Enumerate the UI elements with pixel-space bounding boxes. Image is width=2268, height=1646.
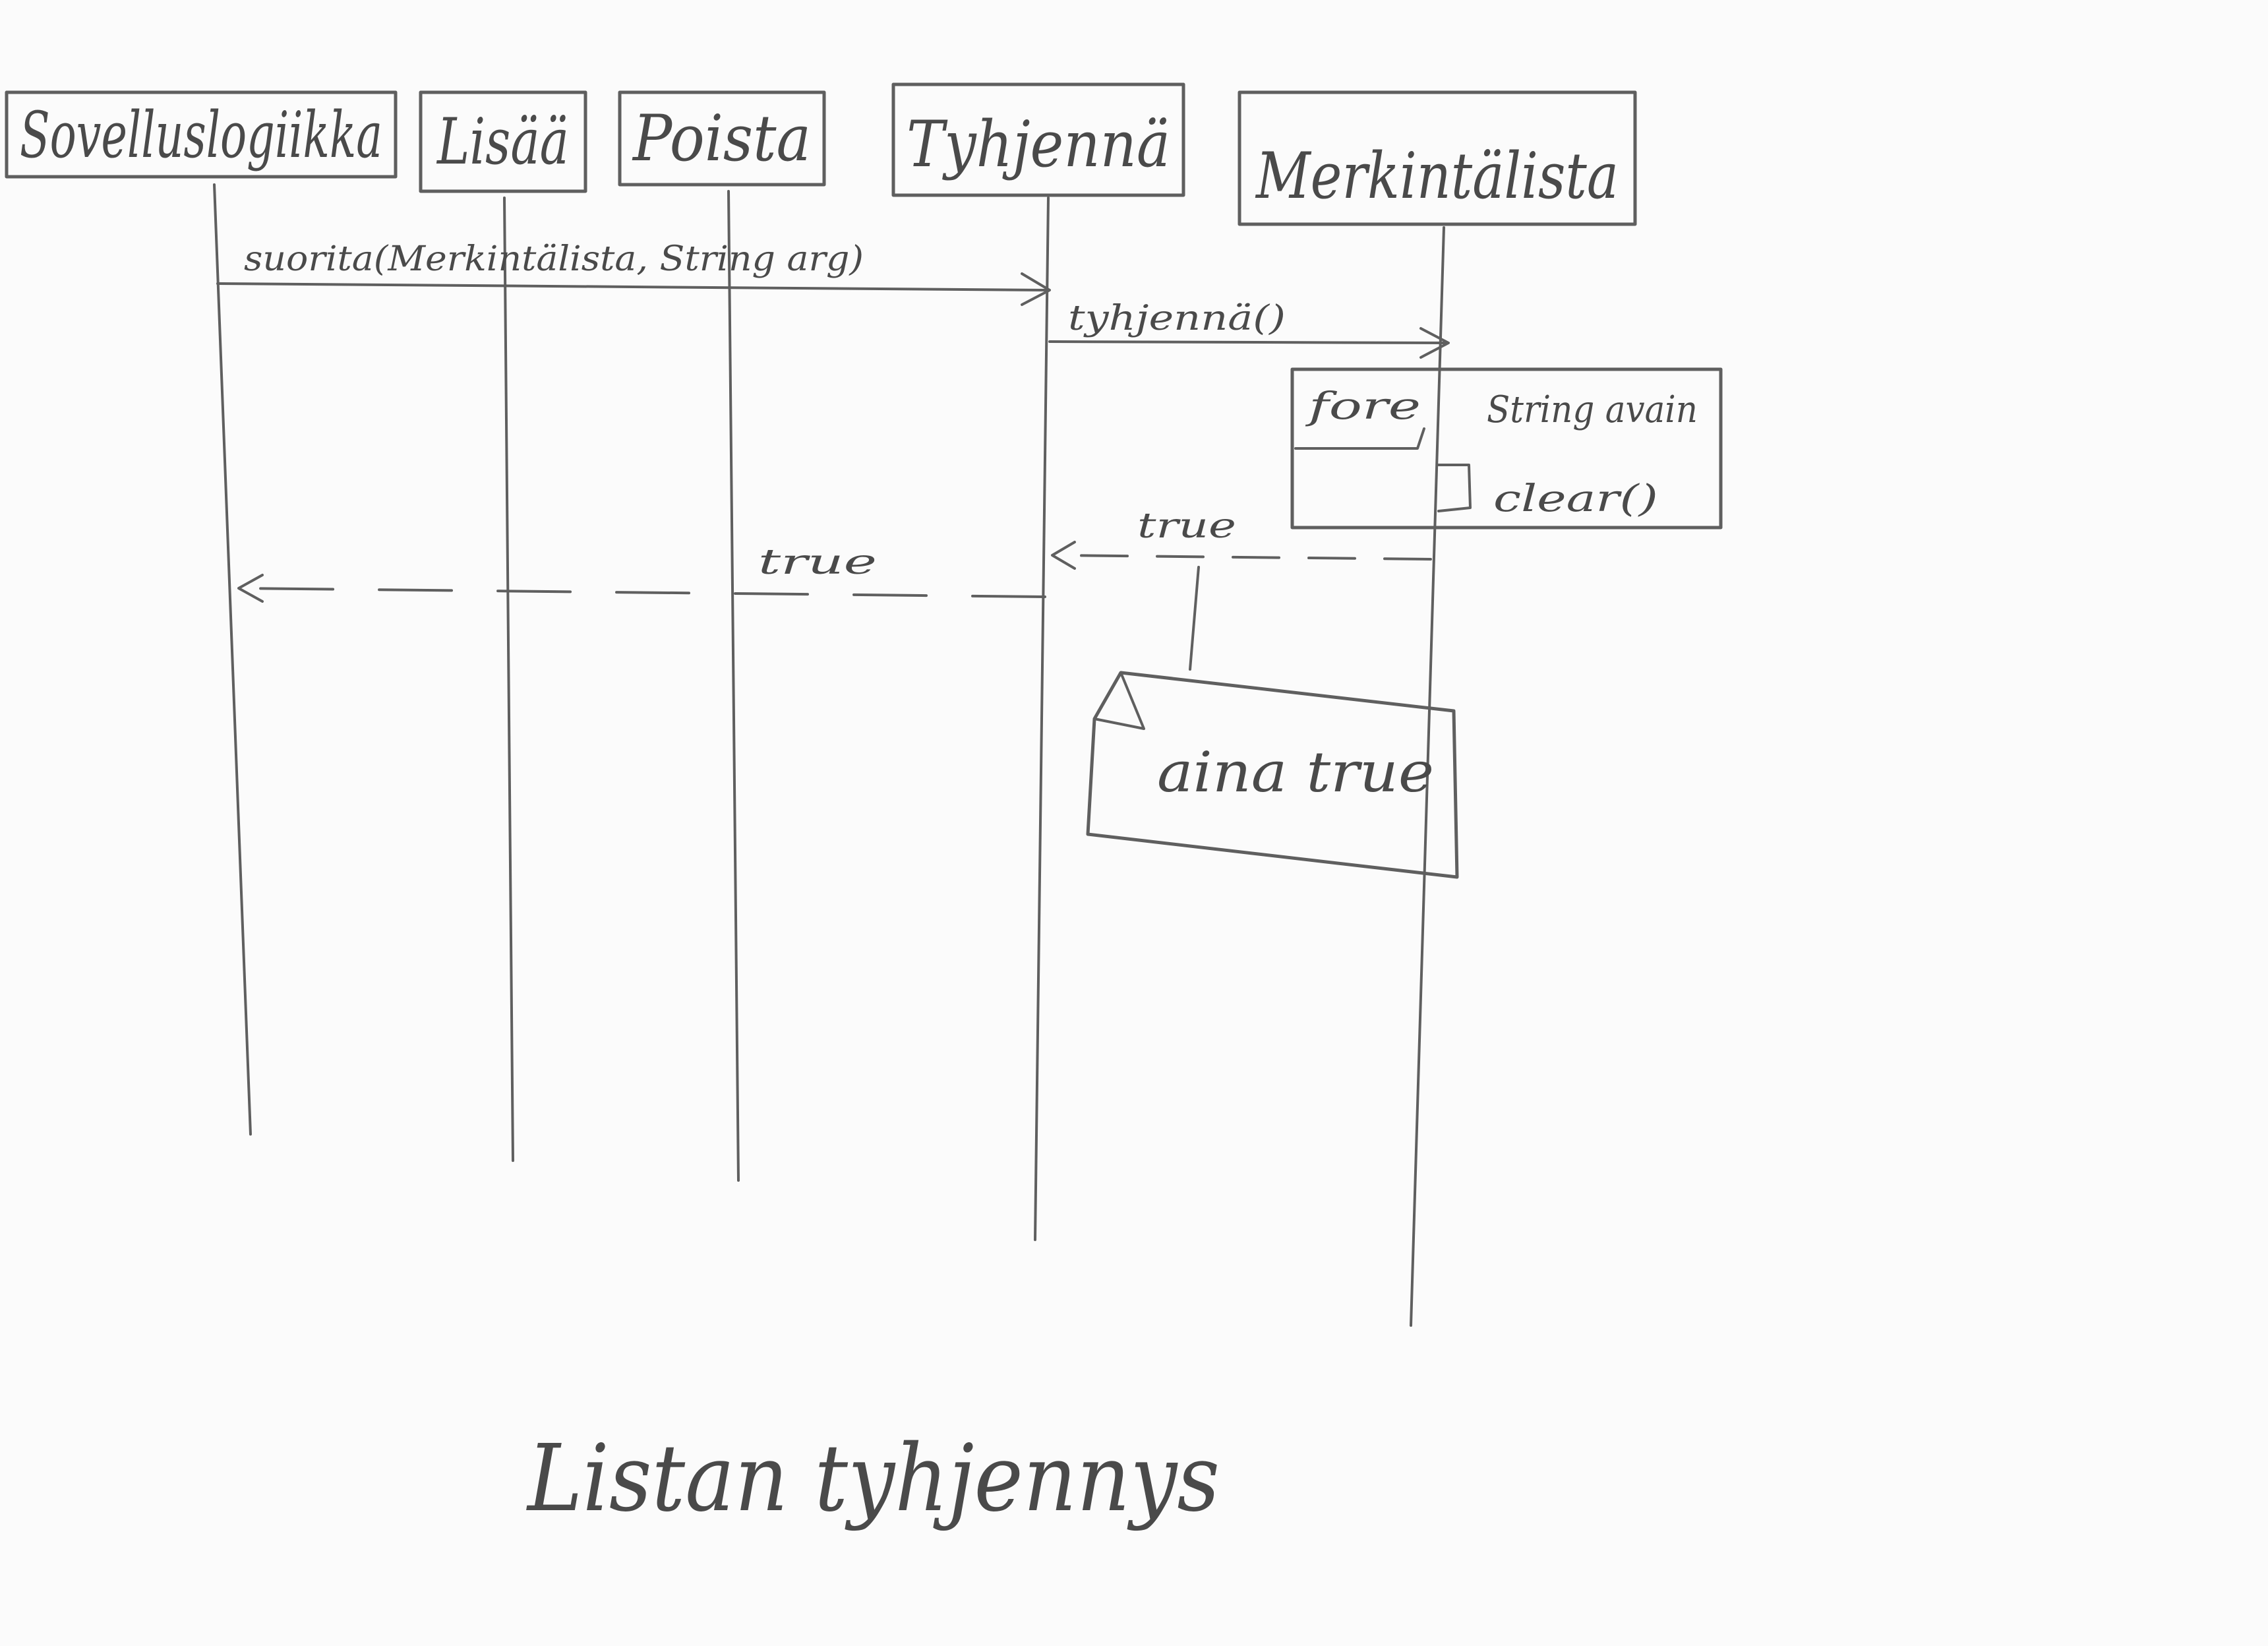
participant-tyhjenna: Tyhjennä (891, 82, 1185, 197)
note: aina true (1086, 566, 1459, 879)
return-label: true (758, 543, 877, 582)
fragment-call: clear() (1493, 477, 1658, 520)
message-label: tyhjennä() (1068, 299, 1286, 338)
message-suorita: suorita(Merkintälista, String arg) (216, 239, 1051, 306)
return-label: true (1137, 506, 1236, 546)
participant-label: Tyhjennä (907, 107, 1170, 181)
note-text: aina true (1157, 740, 1434, 805)
participant-sovelluslogiikka: Sovelluslogiikka (5, 90, 398, 179)
lifeline-poista (727, 190, 740, 1182)
message-label: suorita(Merkintälista, String arg) (244, 239, 864, 279)
participant-lisaa: Lisää (419, 90, 587, 193)
lifeline-sovelluslogiikka (213, 183, 252, 1136)
return-true-inner: true (1051, 506, 1432, 570)
lifeline-merkintalista (1410, 226, 1445, 1327)
participant-label: Merkintälista (1255, 139, 1619, 213)
fragment-operator: fore (1305, 385, 1421, 428)
participant-label: Sovelluslogiikka (20, 98, 382, 172)
participant-poista: Poista (618, 90, 826, 187)
message-tyhjenna: tyhjennä() (1048, 299, 1450, 359)
participant-label: Poista (632, 102, 811, 175)
loop-fragment: fore String avain clear() (1290, 367, 1723, 530)
self-call-arrow (1436, 464, 1472, 512)
return-true-outer: true (237, 543, 1046, 603)
lifeline-tyhjenna (1034, 197, 1050, 1241)
participant-label: Lisää (436, 105, 569, 179)
note-connector (1189, 566, 1200, 671)
diagram-caption: Listan tyhjennys (525, 1425, 1220, 1533)
lifeline-lisaa (503, 197, 514, 1162)
participant-merkintalista: Merkintälista (1238, 90, 1637, 226)
fragment-guard: String avain (1487, 388, 1698, 431)
